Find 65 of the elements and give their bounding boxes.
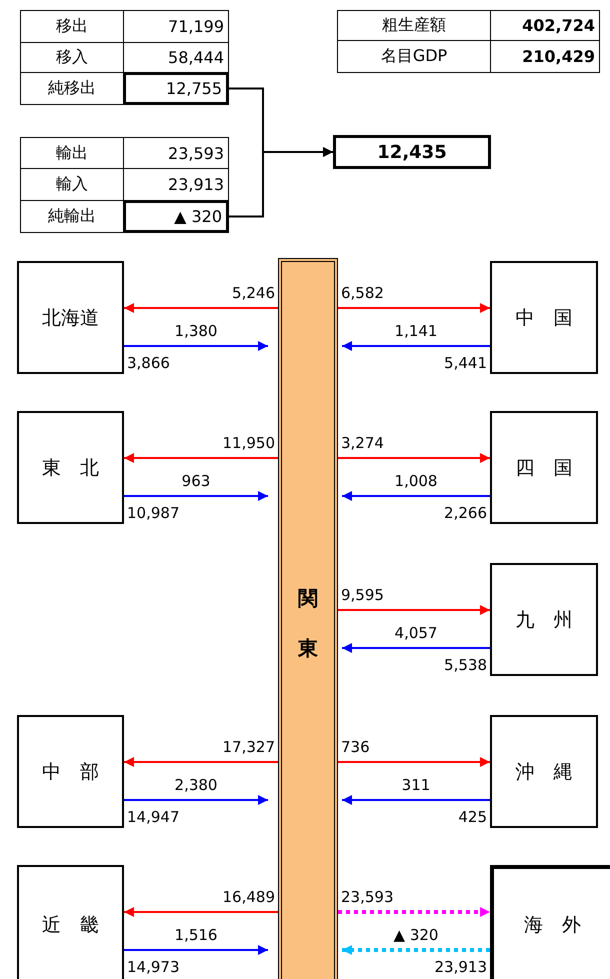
table-cell: 粗生産額 [337, 10, 491, 41]
arrow [229, 147, 333, 218]
edge-label: 3,274 [340, 434, 385, 452]
table-cell: 71,199 [123, 10, 229, 43]
arrow [338, 757, 490, 767]
value-label: 14,947 [126, 808, 180, 826]
region-box: 北海道 [17, 261, 124, 374]
arrow [124, 757, 278, 767]
value-label: 2,266 [443, 504, 488, 522]
arrow [342, 491, 490, 501]
edge-label: 1,380 [174, 322, 218, 340]
result-box: 12,435 [333, 135, 491, 169]
edge-label: 11,950 [222, 434, 276, 452]
table-cell: 23,593 [123, 137, 229, 169]
region-box: 東 北 [17, 411, 124, 524]
value-label: 10,987 [126, 504, 180, 522]
arrow [342, 341, 490, 351]
arrow [124, 795, 268, 805]
arrow [338, 907, 490, 917]
table-cell: 名目GDP [337, 40, 491, 73]
edge-label: 2,380 [174, 776, 218, 794]
edge-label: 4,057 [394, 624, 438, 642]
region-box: 近 畿 [17, 865, 124, 979]
arrow [124, 907, 278, 917]
table-cell: 輸出 [20, 137, 124, 169]
edge-label: 6,582 [340, 284, 385, 302]
table-cell: 210,429 [490, 40, 600, 73]
edge-label: 9,595 [340, 586, 385, 604]
arrow [124, 303, 278, 313]
arrow [338, 605, 490, 615]
region-box: 中 部 [17, 715, 124, 828]
edge-label: 1,516 [174, 926, 218, 944]
region-box: 四 国 [490, 411, 598, 524]
edge-label: 16,489 [222, 888, 276, 906]
value-label: 14,973 [126, 958, 180, 976]
region-box: 海 外 [490, 865, 610, 979]
value-cell: ▲ 320 [123, 200, 229, 233]
arrow [338, 303, 490, 313]
edge-label: 1,008 [394, 472, 438, 490]
arrow [124, 491, 268, 501]
value-label: 3,866 [126, 354, 171, 372]
edge-label: 1,141 [394, 322, 438, 340]
value-label: 23,913 [434, 958, 488, 976]
arrow [342, 795, 490, 805]
region-box: 中 国 [490, 261, 598, 374]
region-box: 九 州 [490, 563, 598, 676]
edge-label: 5,246 [231, 284, 276, 302]
region-box: 沖 縄 [490, 715, 598, 828]
arrow [342, 643, 490, 653]
arrow [124, 453, 278, 463]
arrow [124, 341, 268, 351]
table-cell: 純移出 [20, 72, 124, 105]
arrow [338, 453, 490, 463]
arrow [124, 945, 268, 955]
table-cell: 移出 [20, 10, 124, 43]
value-label: 5,441 [443, 354, 488, 372]
edge-label: ▲ 320 [392, 926, 440, 944]
table-cell: 純輸出 [20, 200, 124, 233]
value-cell: 12,755 [123, 72, 229, 105]
arrow [342, 945, 490, 955]
edge-label: 23,593 [340, 888, 394, 906]
edge-label: 17,327 [222, 738, 276, 756]
table-cell: 402,724 [490, 10, 600, 41]
value-label: 5,538 [443, 656, 488, 674]
region-bar: 関東 [278, 258, 338, 979]
